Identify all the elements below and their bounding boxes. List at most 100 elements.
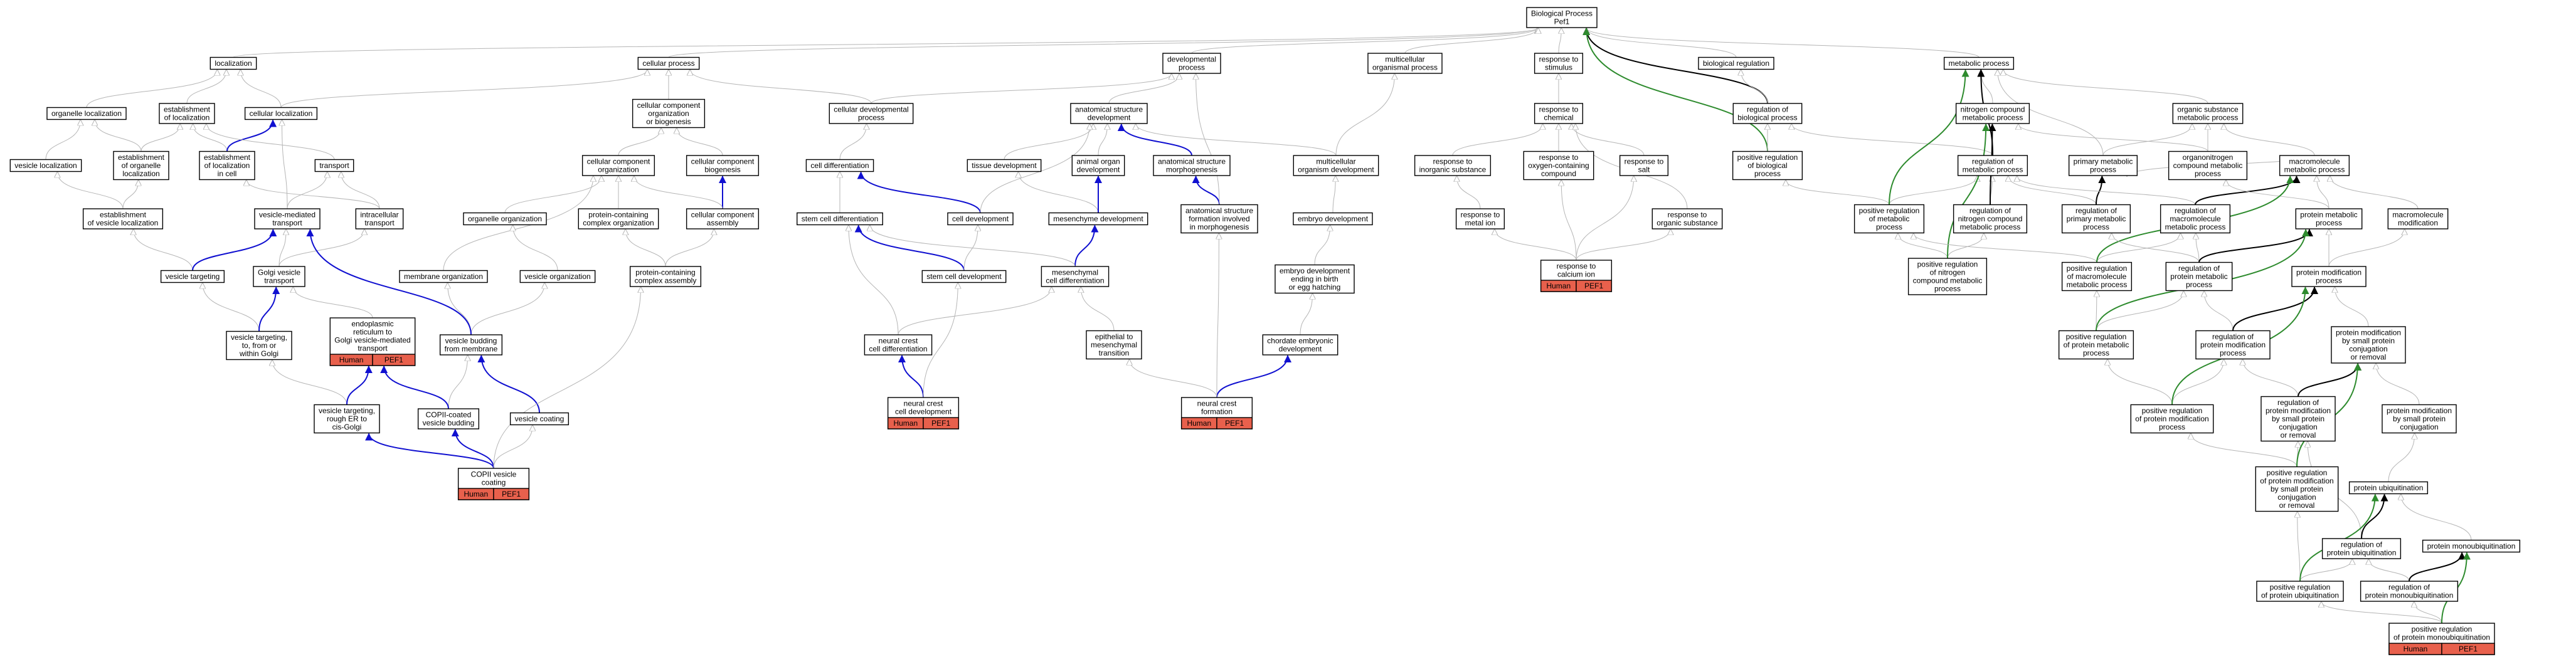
go-term-node-stem-cell-differentiation[interactable]: stem cell differentiation	[797, 212, 883, 226]
go-term-node-transport[interactable]: transport	[314, 159, 354, 172]
go-term-node-cell-development[interactable]: cell development	[947, 212, 1014, 226]
go-term-node-tissue-development[interactable]: tissue development	[967, 159, 1042, 172]
go-term-node-biological-regulation[interactable]: biological regulation	[1698, 56, 1774, 70]
go-term-node-vesicle-coating[interactable]: vesicle coating	[509, 412, 570, 426]
go-term-node-cellular-localization[interactable]: cellular localization	[244, 107, 318, 120]
go-term-node-localization[interactable]: localization	[209, 56, 257, 70]
go-term-node-organelle-organization[interactable]: organelle organization	[463, 212, 547, 226]
node-box	[2061, 204, 2131, 234]
go-term-node-vesicle-localization[interactable]: vesicle localization	[9, 159, 82, 172]
go-term-node-stem-cell-development[interactable]: stem cell development	[921, 270, 1007, 283]
go-term-node-cellular-process[interactable]: cellular process	[637, 56, 700, 70]
node-label-line: within Golgi	[239, 349, 278, 358]
go-term-node-protein-ubiquitination[interactable]: protein ubiquitination	[2348, 481, 2429, 495]
go-term-node-vesicle-targeting[interactable]: vesicle targeting	[160, 270, 225, 283]
go-term-node-metabolic-process[interactable]: metabolic process	[1943, 56, 2015, 70]
node-box	[2279, 155, 2350, 176]
go-term-node-cell-differentiation[interactable]: cell differentiation	[805, 159, 874, 172]
go-term-node-protein-monoubiquitination[interactable]: protein monoubiquitination	[2422, 539, 2521, 553]
go-term-node-vesicle-organization[interactable]: vesicle organization	[519, 270, 596, 283]
go-term-node-embryo-development[interactable]: embryo development	[1293, 212, 1373, 226]
edge-is-a	[57, 172, 124, 209]
node-label-line: of protein modification	[2135, 414, 2208, 423]
node-label-line: cellular developmental	[834, 105, 908, 114]
go-term-node-organelle-localization[interactable]: organelle localization	[46, 107, 127, 120]
go-term-node-mesenchyme-development[interactable]: mesenchyme development	[1048, 212, 1148, 226]
go-term-node-membrane-organization[interactable]: membrane organization	[399, 270, 488, 283]
